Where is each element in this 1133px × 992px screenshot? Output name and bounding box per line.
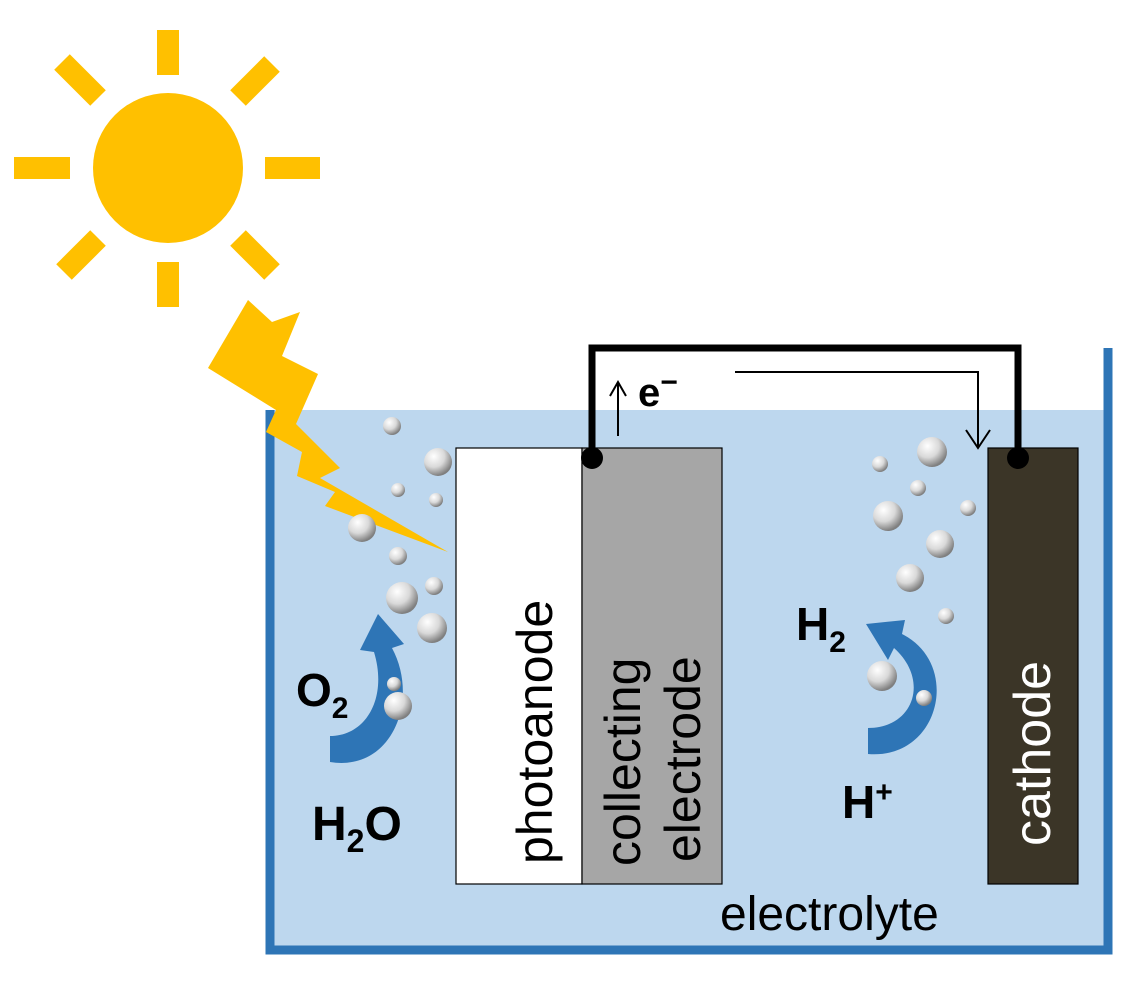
gas-bubble-icon (384, 692, 412, 720)
wire-contact-cathode (1007, 447, 1029, 469)
gas-bubble-icon (867, 661, 897, 691)
gas-bubble-icon (960, 500, 976, 516)
sun-icon (14, 30, 320, 307)
tank-wall (265, 348, 1113, 955)
external-wire (588, 344, 1022, 458)
h2o-label: H2O (312, 798, 402, 859)
gas-bubble-icon (348, 514, 376, 542)
electron-flow-up-arrow (609, 379, 627, 436)
o2-label: O2 (296, 664, 348, 725)
electron-flow-right-arrow (735, 371, 991, 450)
gas-bubble-icon (383, 417, 401, 435)
gas-bubble-icon (389, 547, 407, 565)
electrolyte-label: electrolyte (720, 888, 939, 941)
collecting-electrode-label-line1: collecting (595, 658, 651, 866)
h-plus-label: H+ (842, 776, 893, 828)
gas-bubble-icon (417, 613, 447, 643)
gas-bubble-icon (910, 480, 926, 496)
curved-arrow-icon (330, 614, 404, 763)
gas-bubble-icon (873, 501, 903, 531)
photoanode-label: photoanode (507, 600, 563, 864)
gas-bubble-icon (896, 564, 924, 592)
gas-bubble-icon (391, 483, 405, 497)
gas-bubble-icon (872, 456, 888, 472)
gas-bubble-icon (387, 677, 401, 691)
h2-label: H2 (796, 598, 846, 659)
cathode-electrode (987, 447, 1079, 885)
curved-arrow-icon (866, 620, 937, 755)
gas-bubble-icon (386, 582, 418, 614)
electron-label: e− (638, 366, 678, 415)
gas-bubble-icon (938, 608, 954, 624)
wire-contact-anode (581, 447, 603, 469)
gas-bubble-icon (916, 690, 932, 706)
collecting-electrode-label-line2: electrode (655, 656, 711, 862)
gas-bubble-icon (424, 448, 452, 476)
gas-bubble-icon (425, 577, 443, 595)
lightning-bolt-icon (208, 300, 448, 552)
gas-bubble-icon (926, 530, 954, 558)
gas-bubble-icon (917, 437, 947, 467)
collecting-electrode (581, 447, 723, 885)
oxygen-bubbles (348, 417, 452, 720)
gas-bubble-icon (429, 493, 443, 507)
hydrogen-bubbles (867, 437, 976, 706)
photoanode (455, 447, 583, 885)
cathode-label: cathode (1004, 661, 1062, 846)
